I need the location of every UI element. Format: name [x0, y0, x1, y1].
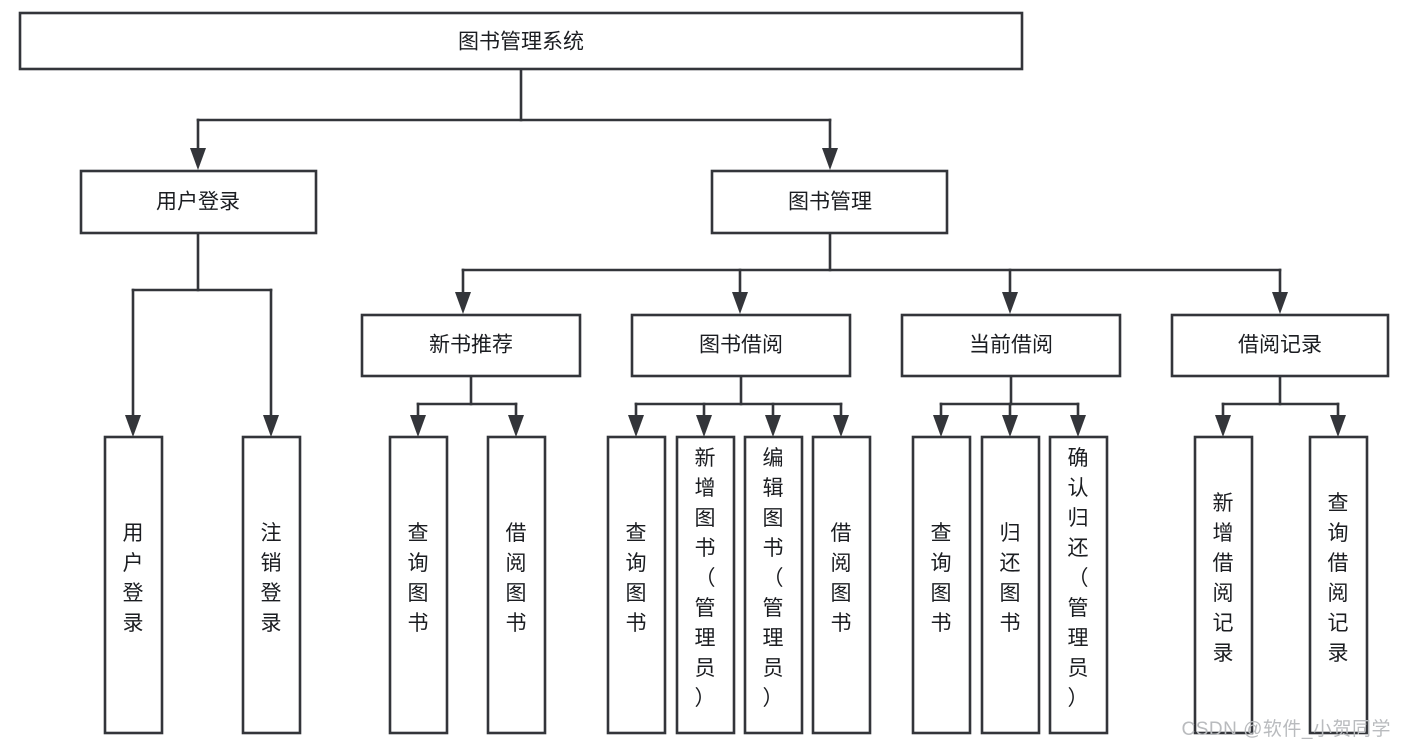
node-borrow-record[interactable]: 借阅记录	[1170, 313, 1390, 378]
node-new-book-recommend-label: 新书推荐	[429, 334, 513, 357]
leaf-box[interactable]	[980, 435, 1041, 735]
arrowhead-borrowrecord-leaf2	[1330, 415, 1346, 437]
leaf-box[interactable]	[486, 435, 547, 735]
leaf-node-borrow-add-book[interactable]: 新增图书（管理员）	[675, 435, 736, 735]
leaf-box[interactable]	[103, 435, 164, 735]
arrowhead-bookmgmt	[822, 148, 838, 170]
leaf-node-borrow-borrow-book[interactable]: 借阅图书	[811, 435, 872, 735]
connector-layer	[125, 67, 1346, 437]
leaf-box[interactable]	[1193, 435, 1254, 735]
node-book-management-box[interactable]	[710, 169, 949, 235]
arrowhead-newbook	[455, 292, 471, 314]
leaf-node-current-confirm-return[interactable]: 确认归还（管理员）	[1048, 435, 1109, 735]
leaf-label: 借阅图书	[831, 522, 852, 635]
leaf-label: 归还图书	[1000, 522, 1021, 635]
leaf-node-record-add-record[interactable]: 新增借阅记录	[1193, 435, 1254, 735]
leaf-node-borrow-edit-book[interactable]: 编辑图书（管理员）	[743, 435, 804, 735]
node-new-book-recommend[interactable]: 新书推荐	[360, 313, 582, 378]
leaf-node-record-query-record[interactable]: 查询借阅记录	[1308, 435, 1369, 735]
leaf-node-user-login-logout[interactable]: 注销登录	[241, 435, 302, 735]
arrowhead-currentborrow-leaf3	[1070, 415, 1086, 437]
leaf-box[interactable]	[743, 435, 804, 735]
leaf-box[interactable]	[241, 435, 302, 735]
leaf-label: 借阅图书	[506, 522, 527, 635]
node-user-login-label: 用户登录	[156, 191, 240, 214]
arrowhead-currentborrow	[1002, 292, 1018, 314]
leaf-label: 注销登录	[261, 522, 282, 635]
node-borrow-record-label: 借阅记录	[1238, 334, 1322, 357]
leaf-node-current-return-book[interactable]: 归还图书	[980, 435, 1041, 735]
node-new-book-recommend-box[interactable]	[360, 313, 582, 378]
node-root-label: 图书管理系统	[458, 31, 584, 54]
leaf-node-recommend-query-book[interactable]: 查询图书	[388, 435, 449, 735]
node-book-management-label: 图书管理	[788, 191, 872, 214]
leaf-box[interactable]	[811, 435, 872, 735]
node-root-system[interactable]: 图书管理系统	[18, 11, 1024, 71]
leaf-box[interactable]	[606, 435, 667, 735]
leaf-label: 用户登录	[123, 522, 144, 635]
leaf-node-current-query-book[interactable]: 查询图书	[911, 435, 972, 735]
leaf-label: 新增图书（管理员）	[695, 447, 716, 710]
arrowhead-bookborrow-leaf4	[833, 415, 849, 437]
leaf-label: 查询图书	[626, 522, 647, 635]
arrowhead-bookborrow-leaf3	[765, 415, 781, 437]
leaf-label: 新增借阅记录	[1213, 492, 1234, 665]
node-current-borrow[interactable]: 当前借阅	[900, 313, 1122, 378]
arrowhead-leaf-user-login	[125, 415, 141, 437]
arrowhead-leaf-logout	[263, 415, 279, 437]
node-user-login[interactable]: 用户登录	[79, 169, 318, 235]
leaf-box[interactable]	[675, 435, 736, 735]
node-current-borrow-box[interactable]	[900, 313, 1122, 378]
arrowhead-borrowrecord	[1272, 292, 1288, 314]
node-book-borrow-label: 图书借阅	[699, 334, 783, 357]
arrowhead-currentborrow-leaf1	[933, 415, 949, 437]
leaf-node-recommend-borrow-book[interactable]: 借阅图书	[486, 435, 547, 735]
leaf-node-borrow-query-book[interactable]: 查询图书	[606, 435, 667, 735]
leaf-label: 查询图书	[408, 522, 429, 635]
node-user-login-box[interactable]	[79, 169, 318, 235]
leaf-box[interactable]	[1048, 435, 1109, 735]
arrowhead-currentborrow-leaf2	[1002, 415, 1018, 437]
leaf-node-user-login-login[interactable]: 用户登录	[103, 435, 164, 735]
leaf-label: 确认归还（管理员）	[1068, 447, 1089, 710]
leaf-label: 查询借阅记录	[1328, 492, 1349, 665]
node-root-box[interactable]	[18, 11, 1024, 71]
arrowhead-newbook-leaf2	[508, 415, 524, 437]
node-book-borrow-box[interactable]	[630, 313, 852, 378]
leaf-box[interactable]	[911, 435, 972, 735]
arrowhead-bookborrow	[732, 292, 748, 314]
leaf-box[interactable]	[388, 435, 449, 735]
node-borrow-record-box[interactable]	[1170, 313, 1390, 378]
arrowhead-borrowrecord-leaf1	[1215, 415, 1231, 437]
node-book-borrow[interactable]: 图书借阅	[630, 313, 852, 378]
arrowhead-bookborrow-leaf1	[628, 415, 644, 437]
arrowhead-bookborrow-leaf2	[696, 415, 712, 437]
leaf-label: 编辑图书（管理员）	[763, 447, 784, 710]
csdn-watermark: CSDN @软件_小贺同学	[1181, 719, 1391, 740]
arrowhead-newbook-leaf1	[410, 415, 426, 437]
leaf-box[interactable]	[1308, 435, 1369, 735]
node-book-management[interactable]: 图书管理	[710, 169, 949, 235]
arrowhead-userlogin	[190, 148, 206, 170]
node-current-borrow-label: 当前借阅	[969, 334, 1053, 357]
leaf-label: 查询图书	[931, 522, 952, 635]
